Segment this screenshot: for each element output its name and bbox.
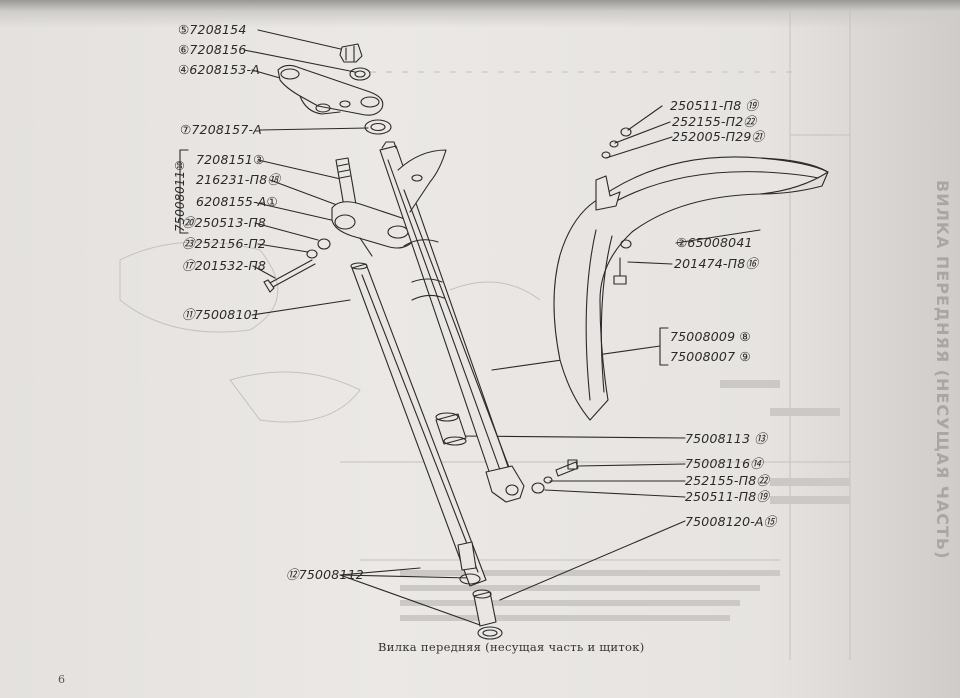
front-fender — [553, 156, 829, 421]
bolt-14 — [555, 459, 579, 477]
callout-6208155-a: 6208155-А① — [196, 194, 278, 209]
upper-crown — [277, 64, 384, 116]
callout-216231-p8: 216231-П8⑱ — [196, 172, 281, 187]
washer-22a — [609, 140, 619, 148]
callout-250511-p8-bottom: 250511-П8⑲ — [685, 489, 770, 504]
axle-end — [485, 465, 525, 503]
nut-19b — [531, 482, 545, 494]
callout-75008120-a: 75008120-А⑮ — [685, 514, 777, 529]
callout-75008113: 75008113 ⑬ — [685, 431, 768, 446]
callout-252155-p8: 252155-П8㉒ — [685, 473, 770, 488]
callout-75008101: ⑪75008101 — [182, 307, 260, 322]
callout-7208156: ⑥7208156 — [178, 42, 247, 57]
callout-75008112: ⑫75008112 — [286, 567, 364, 582]
figure-caption: Вилка передняя (несущая часть и щиток) — [378, 640, 645, 654]
leader-lines — [179, 29, 761, 626]
callout-252156-p2: ㉓252156-П2 — [182, 236, 267, 251]
washer-7 — [364, 119, 392, 135]
callout-252005-p29: 252005-П29㉑ — [672, 129, 765, 144]
callout-201532-p8: ⑰201532-П8 — [182, 258, 267, 273]
callout-7208154: ⑤7208154 — [178, 22, 247, 37]
group-callout-75008011: 75008011⑩ — [173, 160, 187, 232]
callout-75008007: 75008007 ⑨ — [670, 349, 751, 364]
callout-75008009: 75008009 ⑧ — [670, 329, 751, 344]
callout-201474-p8: 201474-П8⑯ — [674, 256, 759, 271]
page-marker: 6 — [58, 673, 65, 686]
scan-shadow-edge — [0, 0, 960, 28]
bushing-13 — [435, 412, 467, 446]
fork-slider — [379, 141, 513, 487]
callout-6208153-a: ④6208153-А — [178, 62, 260, 77]
washer-6 — [349, 67, 371, 81]
callout-7208151: 7208151③ — [196, 152, 265, 167]
washer-22b — [543, 476, 553, 484]
callout-252155-p2: 252155-П2㉒ — [672, 114, 757, 129]
callout-7208157-a: ⑦7208157-А — [180, 122, 262, 137]
top-nut — [339, 43, 363, 63]
bolt-17 — [263, 259, 316, 293]
callout-250511-p8-top: 250511-П8 ⑲ — [670, 98, 759, 113]
washer-21 — [601, 151, 611, 159]
nut-19a — [620, 127, 632, 137]
fork-tube-11 — [350, 262, 487, 587]
callout-65008041: ②65008041 — [676, 235, 753, 250]
callout-75008116: 75008116⑭ — [685, 456, 763, 471]
callout-250513-p8: ⑳250513-П8 — [182, 215, 267, 230]
nut-20 — [317, 238, 331, 250]
lower-tube-parts — [457, 541, 503, 640]
washer-23 — [306, 249, 318, 259]
